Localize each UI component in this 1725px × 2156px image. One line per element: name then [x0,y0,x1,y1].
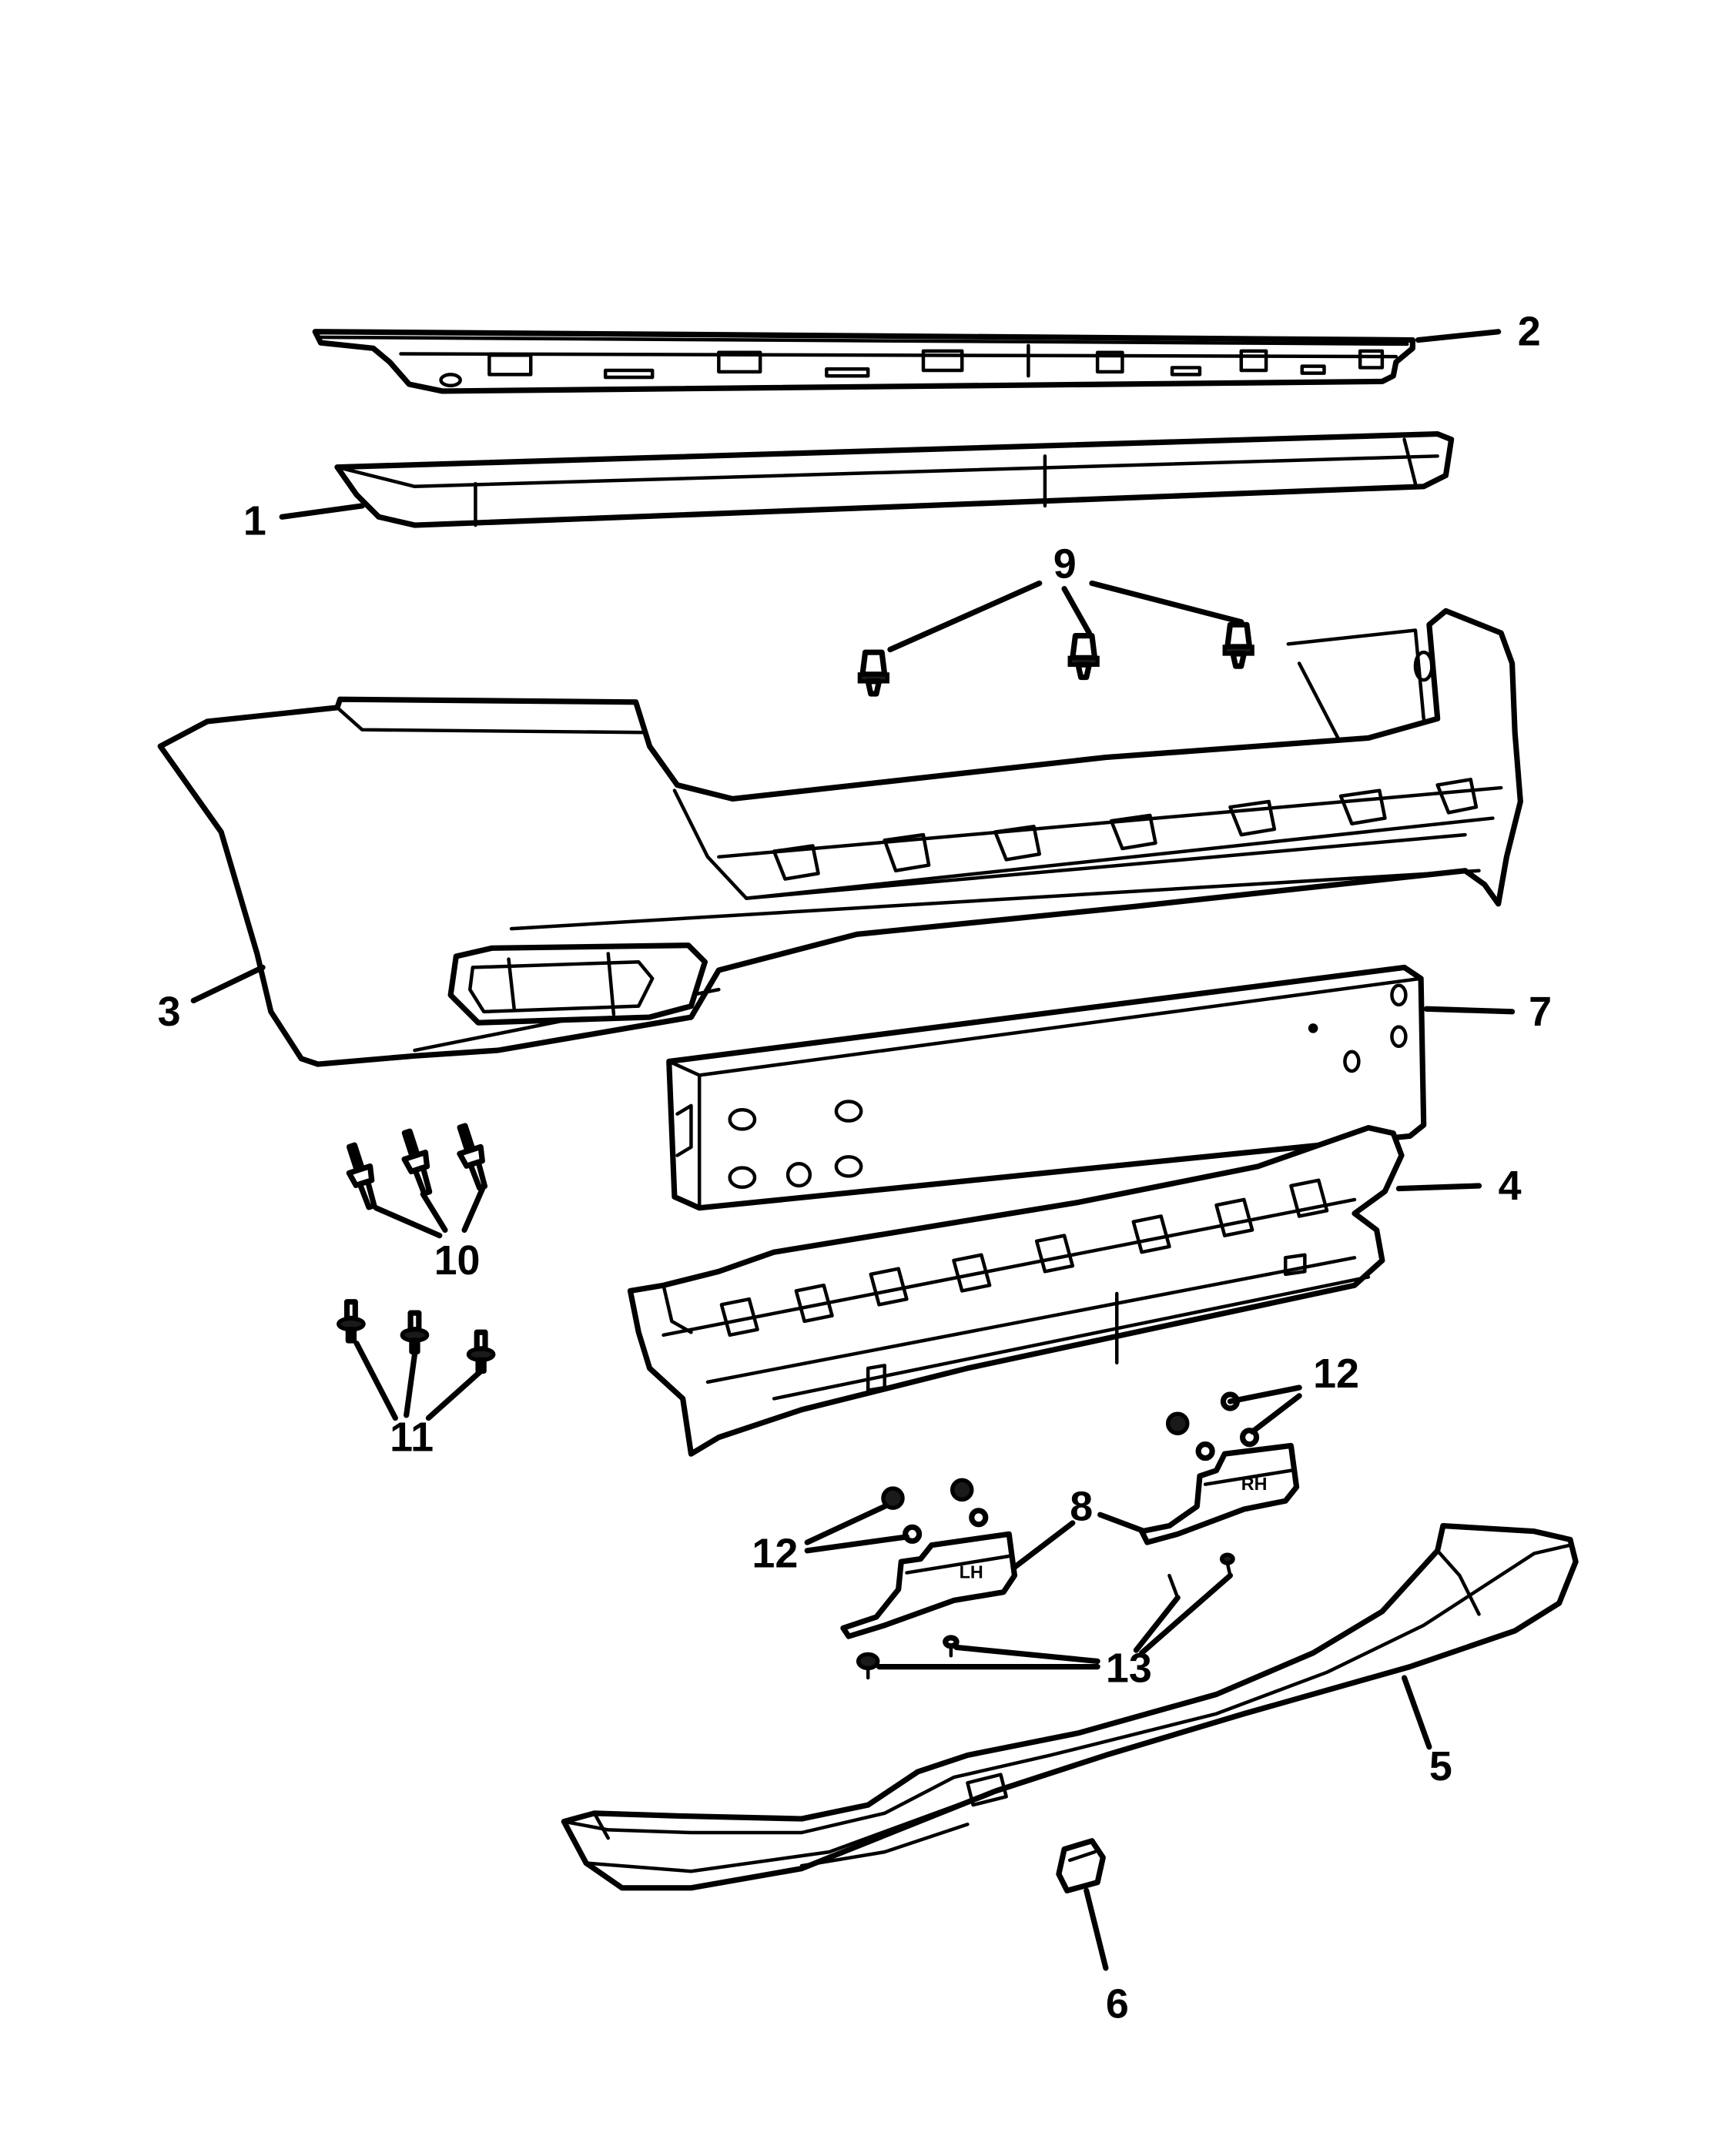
part-10-rivets [346,1123,488,1210]
screw-icon [1219,1552,1235,1578]
push-pin-icon [1222,621,1254,669]
leader-12a-1 [804,1503,888,1545]
leader-9b [1061,586,1092,636]
leader-10a [373,1205,443,1239]
nut-icon [1165,1411,1190,1435]
nut-icon [881,1486,905,1510]
screw-icon [943,1635,960,1658]
part-4-energy-absorber [627,1125,1405,1457]
callout-13: 13 [1106,1645,1152,1691]
leader-9c [1089,580,1244,625]
rh-stamp: RH [1241,1474,1268,1494]
part-13-screws [856,1552,1235,1680]
leader-13c [1133,1595,1181,1653]
callout-6: 6 [1106,1981,1129,2027]
callout-10: 10 [434,1237,481,1284]
leader-12b-1 [1227,1384,1302,1404]
part-12-nuts-right [1165,1391,1260,1461]
leader-10b [420,1191,448,1234]
leader-3 [190,964,266,1004]
leader-2 [1415,329,1502,343]
screw-icon [856,1652,880,1680]
leader-13d [1138,1572,1234,1656]
part-6-tow-hook-cover [1056,1838,1106,1893]
callout-4: 4 [1499,1163,1522,1209]
nut-icon [1195,1441,1215,1461]
callout-7: 7 [1529,989,1552,1035]
push-pin-icon [1067,633,1100,681]
callout-12-lower: 12 [752,1530,798,1576]
leader-11c [425,1368,484,1421]
fastener-icon [466,1329,496,1374]
leader-1 [279,503,365,520]
part-3-bumper-fascia [157,608,1523,1067]
push-pin-icon [857,649,889,697]
leader-9a [887,580,1043,653]
fastener-icon [337,1299,366,1344]
callout-12-upper: 12 [1313,1351,1359,1397]
callout-1: 1 [243,498,266,544]
leader-10c [461,1183,487,1234]
nut-icon [969,1508,989,1528]
leader-5 [1402,1675,1432,1750]
callout-8: 8 [1070,1483,1093,1529]
rivet-icon [401,1128,433,1197]
leader-11b [404,1351,418,1418]
rivet-icon [346,1142,377,1210]
part-12-nuts-left [881,1478,989,1544]
part-2-upper-bracket [312,329,1415,394]
part-1-trim-strip [334,431,1455,528]
nut-icon [950,1478,974,1502]
leader-13b [953,1644,1100,1665]
leader-6 [1084,1887,1109,1971]
callout-9: 9 [1053,541,1077,587]
callout-5: 5 [1429,1743,1452,1789]
callout-3: 3 [158,989,181,1035]
leader-7 [1423,1006,1516,1015]
part-8-bracket-rh: RH [1138,1442,1300,1545]
leader-11a [353,1341,398,1421]
lh-stamp: LH [960,1562,983,1582]
leader-8b [1097,1512,1147,1535]
part-7-reinforcement-beam [666,964,1427,1211]
callout-11: 11 [390,1414,434,1461]
leader-8a [1011,1520,1076,1570]
leader-12b-2 [1249,1393,1302,1435]
leader-12a-2 [804,1534,910,1554]
fastener-icon [400,1310,430,1354]
leader-4 [1395,1183,1482,1192]
part-8-bracket-lh: LH [840,1531,1018,1639]
rivet-icon [457,1123,488,1191]
callout-2: 2 [1518,309,1541,355]
part-5-lower-fascia [561,1522,1579,1891]
screw-icon [1167,1573,1180,1600]
